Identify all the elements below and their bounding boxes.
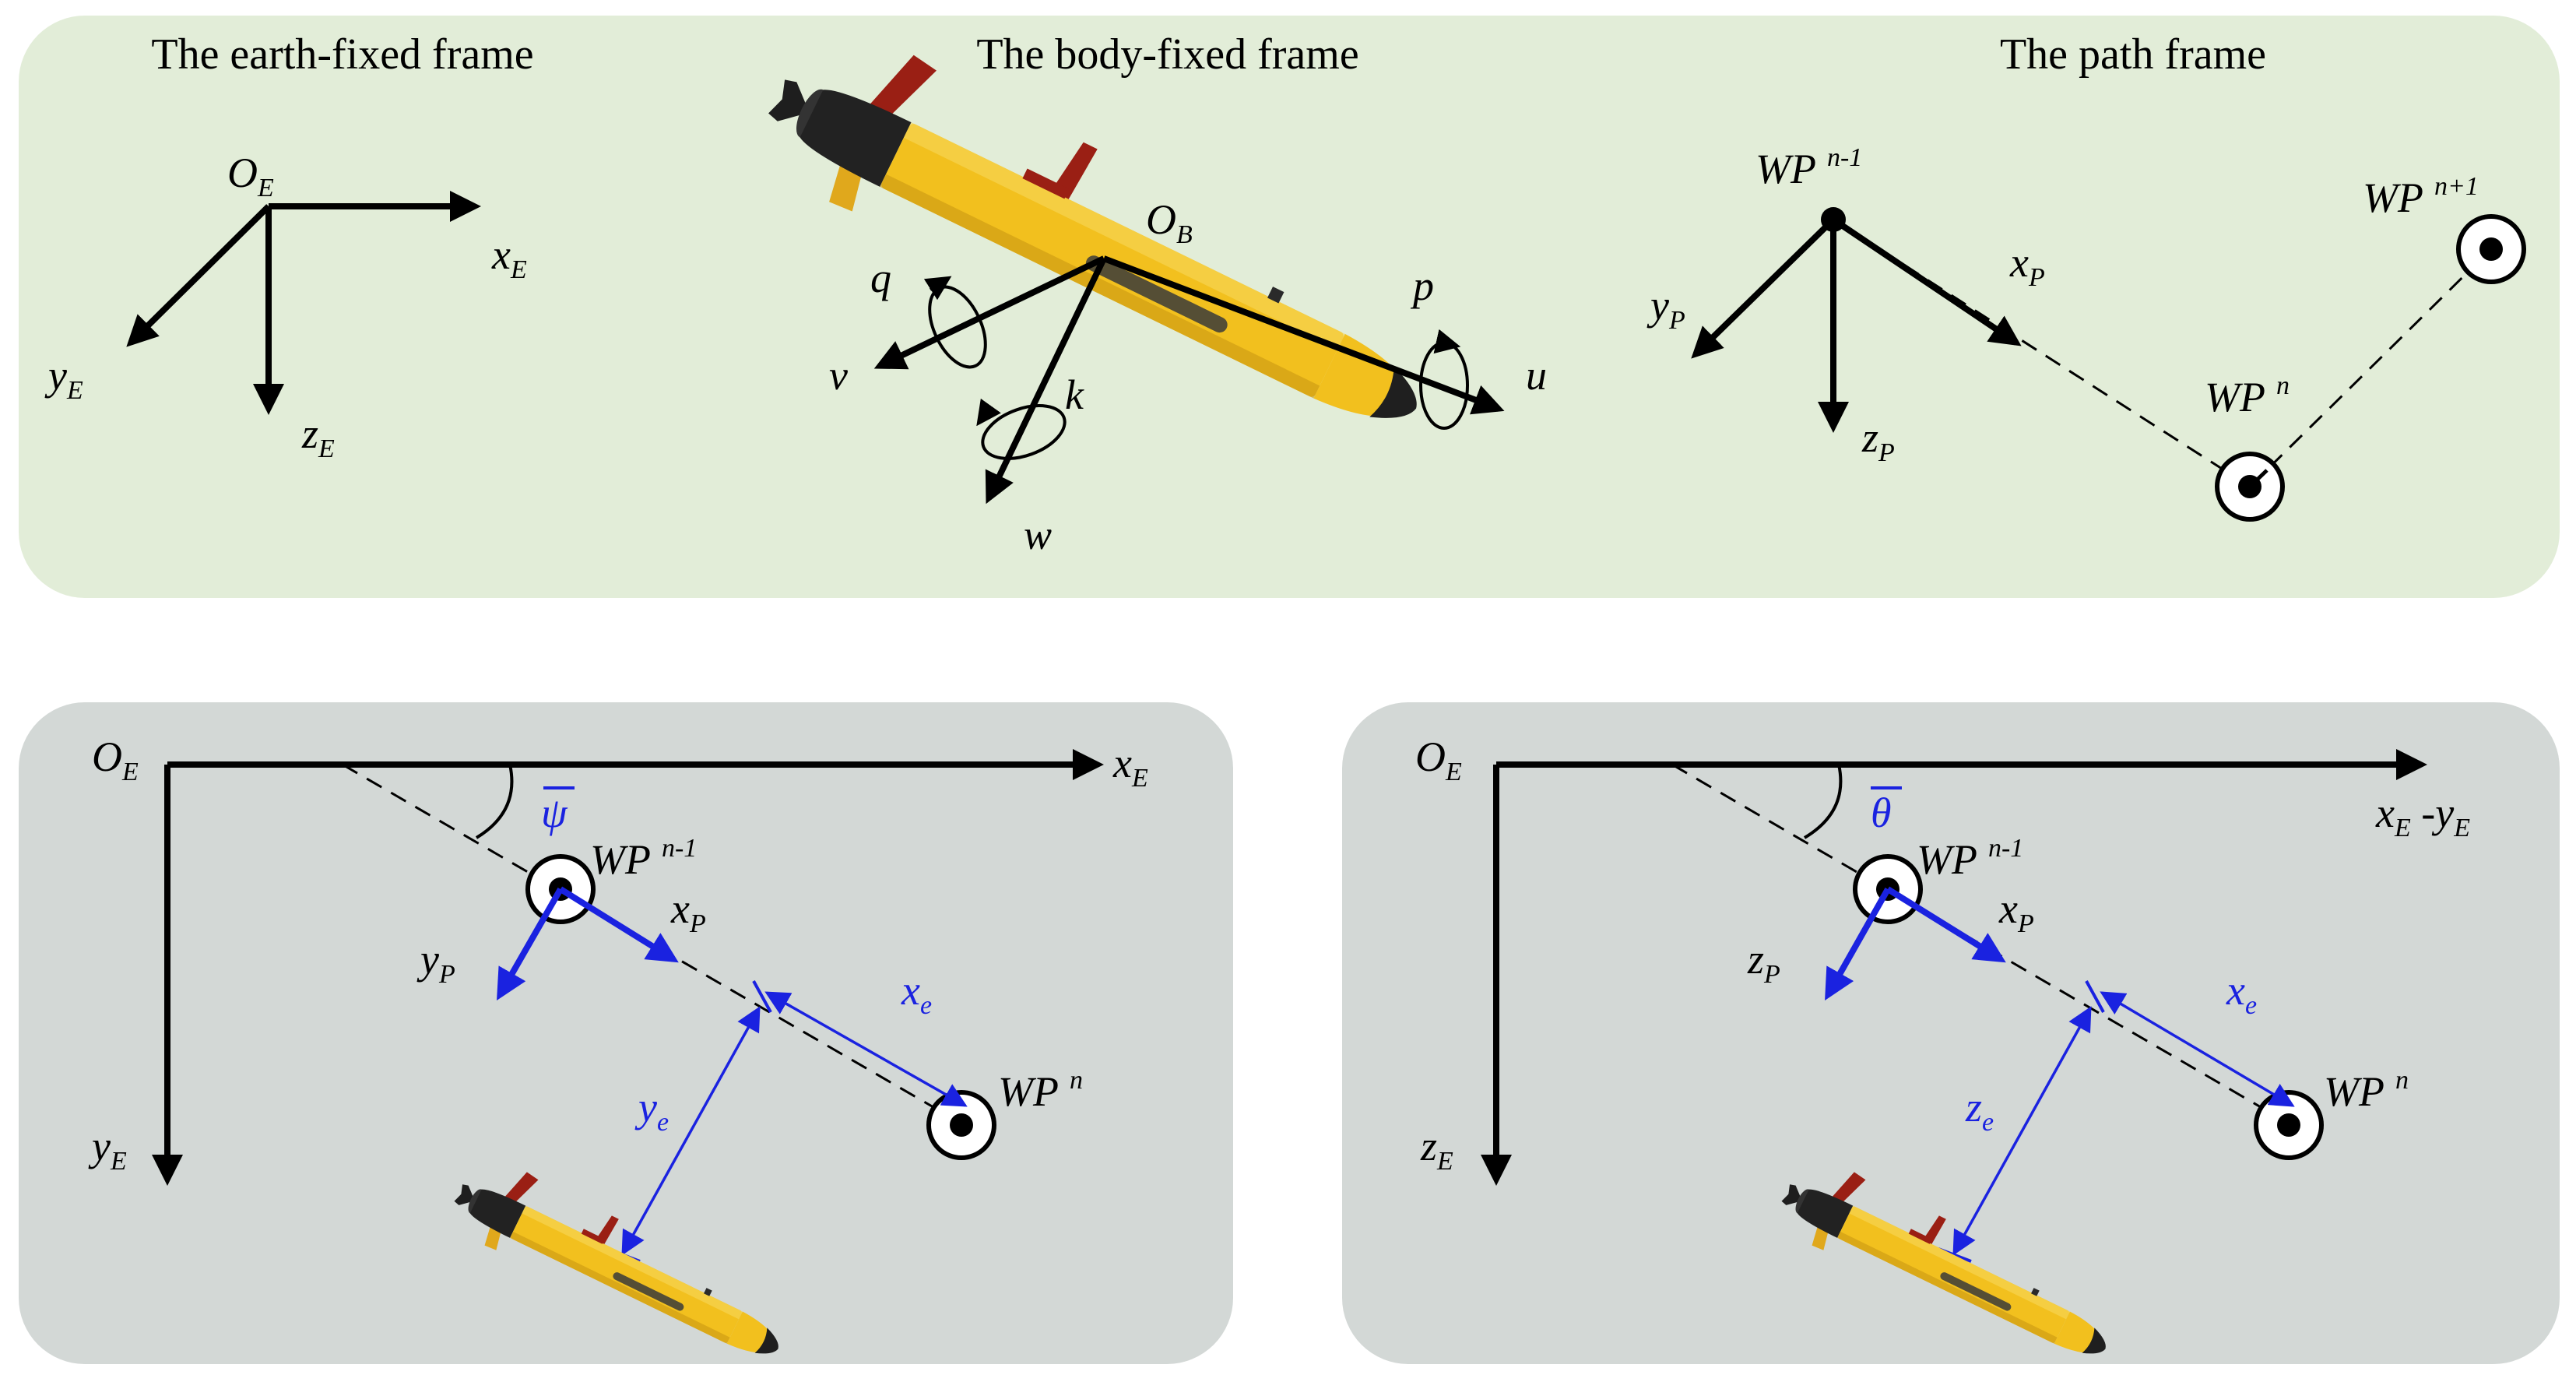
k-rotation-arc <box>981 404 1067 460</box>
body-u-label: u <box>1526 352 1547 399</box>
bl-path-y-label: yP <box>416 936 455 989</box>
bl-psi-label: ψ <box>541 786 575 836</box>
earth-origin-label: OE <box>227 149 274 202</box>
bl-x-label: xE <box>1112 740 1148 793</box>
body-u-axis <box>1102 255 1505 415</box>
bl-path-x-axis <box>558 886 679 963</box>
body-v-label: v <box>829 352 848 399</box>
body-p-label: p <box>1410 262 1434 309</box>
body-k-label: k <box>1065 371 1084 418</box>
br-theta-arc <box>1803 764 1843 839</box>
wp-prev-marker <box>1821 207 1846 232</box>
body-origin-label: OB <box>1146 196 1193 249</box>
br-ze-label: ze <box>1965 1084 1994 1137</box>
br-x-label: xE -yE <box>2375 789 2470 842</box>
bl-xe-tick <box>752 980 772 1013</box>
p-rotation-arrowhead <box>1433 329 1461 354</box>
body-w-label: w <box>1024 512 1052 558</box>
body-frame-title: The body-fixed frame <box>976 30 1358 79</box>
path-x-axis <box>1831 216 2022 346</box>
br-wp-curr-marker <box>2254 1090 2324 1160</box>
q-rotation-arrowhead <box>923 276 952 301</box>
br-path-x-axis <box>1885 886 2006 963</box>
earth-y-axis <box>126 204 271 347</box>
br-path-z-label: zP <box>1747 936 1780 989</box>
br-z-label: zE <box>1420 1123 1453 1176</box>
earth-x-label: xE <box>491 231 527 284</box>
svg-text:θ: θ <box>1871 789 1892 836</box>
br-theta-label: θ <box>1871 786 1902 836</box>
bl-path-y-axis <box>497 888 564 1000</box>
br-origin-label: OE <box>1415 733 1462 786</box>
bl-ye-arrow <box>621 1006 761 1256</box>
bl-ye-label: ye <box>634 1084 669 1137</box>
br-xe-label: xe <box>2226 967 2257 1020</box>
br-ze-arrow <box>1952 1006 2092 1256</box>
wp-curr-marker <box>2215 452 2285 522</box>
bl-psi-arc <box>475 764 514 839</box>
path-z-label: zP <box>1861 414 1895 467</box>
bottom-right-panel <box>1342 702 2560 1364</box>
earth-y-label: yE <box>44 352 83 405</box>
path-segment-2 <box>2248 248 2493 488</box>
br-path-x-label: xP <box>1998 885 2034 938</box>
path-y-axis <box>1691 217 1836 359</box>
bl-y-label: yE <box>88 1123 127 1176</box>
bl-xe-label: xe <box>901 967 932 1020</box>
br-xe-arrow <box>2100 991 2295 1107</box>
br-path-z-axis <box>1825 888 1891 1000</box>
bl-origin-label: OE <box>92 733 139 786</box>
br-xe-tick <box>2085 980 2105 1013</box>
path-y-label: yP <box>1646 282 1685 335</box>
bl-path-x-label: xP <box>670 885 706 938</box>
path-x-label: xP <box>2009 239 2045 292</box>
wp-next-marker <box>2456 214 2526 284</box>
earth-frame-title: The earth-fixed frame <box>151 30 533 79</box>
bl-xe-arrow <box>764 991 968 1107</box>
svg-text:ψ: ψ <box>541 789 568 836</box>
body-v-axis <box>873 255 1105 370</box>
earth-z-label: zE <box>301 410 335 463</box>
path-frame-title: The path frame <box>2000 30 2266 79</box>
k-rotation-arrowhead <box>976 398 1001 427</box>
body-q-label: q <box>870 255 891 301</box>
